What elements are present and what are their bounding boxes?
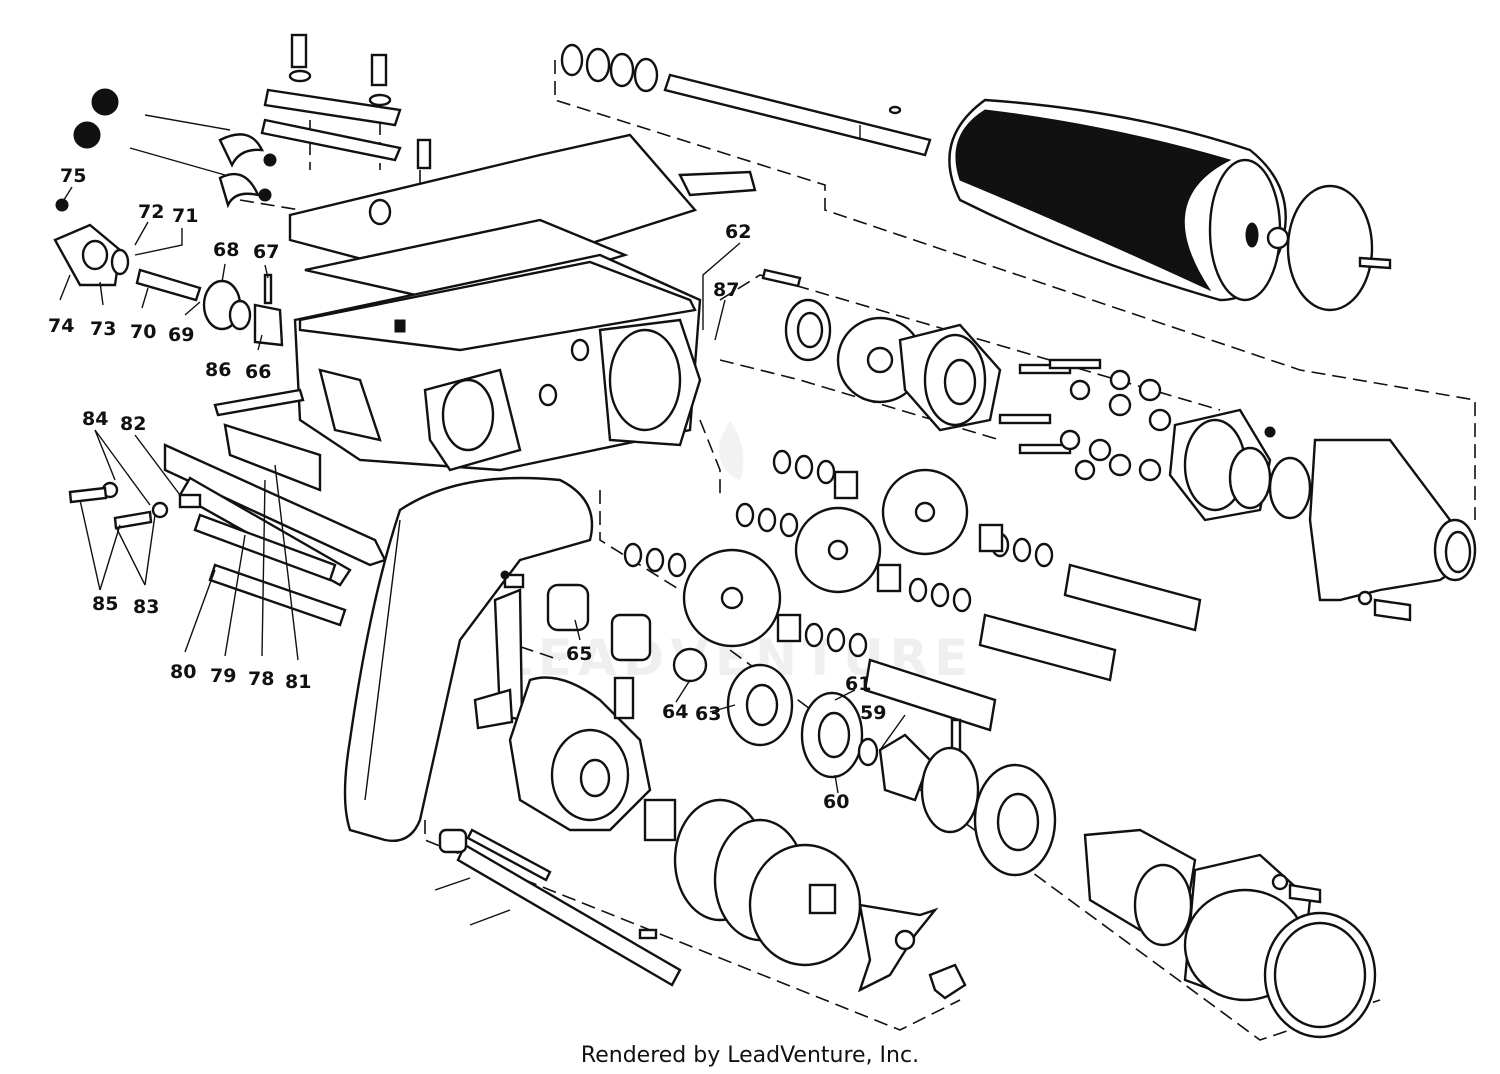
callout-59: 59 <box>860 702 886 724</box>
bearing-cap-assembly <box>53 198 284 347</box>
callout-62: 62 <box>725 221 751 243</box>
guard-mount-bracket <box>473 588 524 730</box>
rotor-drum <box>948 98 1290 302</box>
callout-68: 68 <box>213 239 239 261</box>
callout-67: 67 <box>253 241 279 263</box>
callout-86: 86 <box>205 359 231 381</box>
callout-85: 85 <box>92 593 118 615</box>
right-housing-cover <box>1308 438 1477 622</box>
callout-75: 75 <box>60 165 86 187</box>
right-carrier <box>1168 408 1312 522</box>
gear-cluster <box>682 316 969 648</box>
top-seal-rings <box>560 43 659 93</box>
callout-71: 71 <box>172 205 198 227</box>
top-brackets <box>260 33 432 170</box>
callout-78: 78 <box>248 668 274 690</box>
callout-82: 82 <box>120 413 146 435</box>
cover-gasket <box>304 218 629 307</box>
callout-69: 69 <box>168 324 194 346</box>
callout-65: 65 <box>566 643 592 665</box>
gearbox-cover <box>288 133 757 287</box>
callout-72: 72 <box>138 201 164 223</box>
spider-gears <box>998 358 1172 482</box>
clutch-plates <box>673 798 967 1000</box>
washer-rows <box>623 449 1054 658</box>
countershafts <box>776 470 1202 732</box>
callout-84: 84 <box>82 408 108 430</box>
callout-64: 64 <box>662 701 688 723</box>
callout-80: 80 <box>170 661 196 683</box>
belt-guard <box>343 476 594 842</box>
lower-bracket-shims <box>68 423 387 627</box>
footer-credit: Rendered by LeadVenture, Inc. <box>581 1043 919 1068</box>
drum-cover-plate <box>1286 184 1392 312</box>
pin-86 <box>213 388 305 417</box>
bearing-and-seals-lower <box>800 691 1057 877</box>
callout-79: 79 <box>210 665 236 687</box>
lower-input-shaft <box>434 828 682 987</box>
pulley-assembly <box>508 676 677 842</box>
left-shaft-assembly <box>73 88 277 209</box>
callout-66: 66 <box>245 361 271 383</box>
callout-87: 87 <box>713 279 739 301</box>
callout-83: 83 <box>133 596 159 618</box>
callout-81: 81 <box>285 671 311 693</box>
right-lower-cover <box>1083 828 1377 1039</box>
callout-61: 61 <box>845 673 871 695</box>
callout-63: 63 <box>695 703 721 725</box>
callout-60: 60 <box>823 791 849 813</box>
callout-73: 73 <box>90 318 116 340</box>
differential-assembly <box>761 268 1002 432</box>
callout-70: 70 <box>130 321 156 343</box>
callout-74: 74 <box>48 315 74 337</box>
gearbox-housing <box>293 253 702 472</box>
callout-labels: 59 60 61 62 63 64 65 66 67 68 69 70 71 7… <box>48 165 886 813</box>
leader-lines <box>59 186 906 794</box>
pinion-assembly <box>500 570 794 747</box>
long-drive-shaft <box>663 73 932 157</box>
